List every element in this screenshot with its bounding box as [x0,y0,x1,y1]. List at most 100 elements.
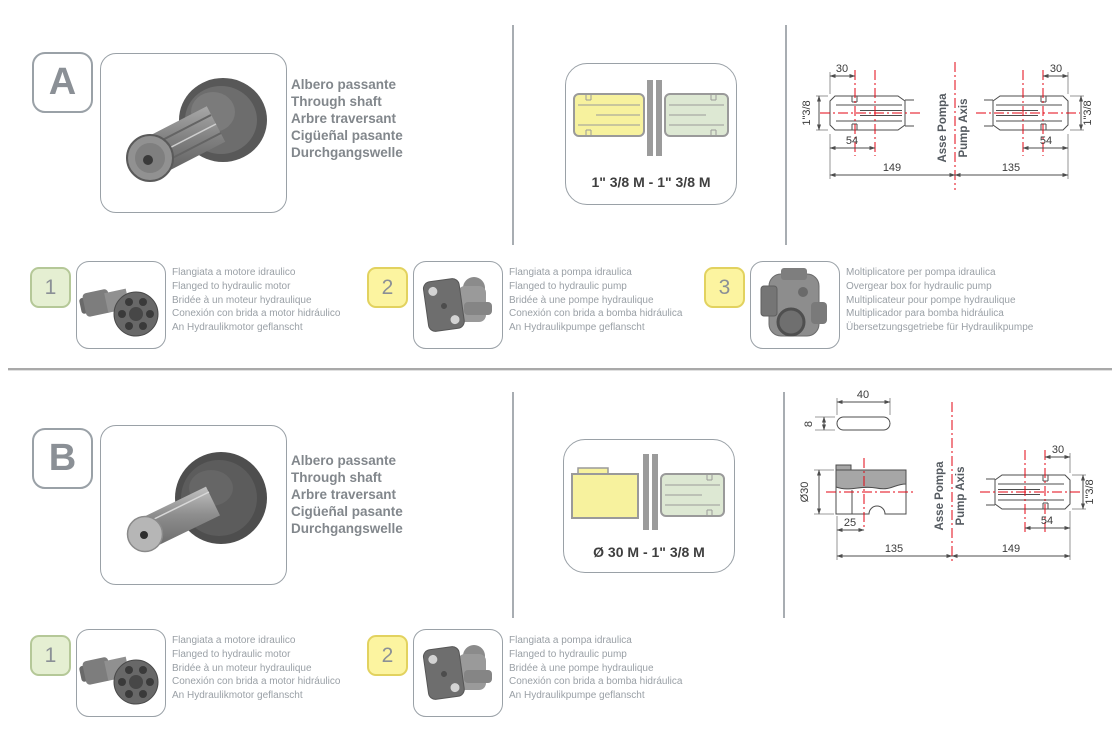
option-line: Moltiplicatore per pompa idraulica [846,267,996,278]
option-1-badge: 1 [30,635,71,676]
section-a-photo-frame [100,53,287,213]
vertical-divider [785,25,787,245]
section-a-letter: A [48,61,77,103]
option-line: Multiplicateur pour pompe hydraulique [846,294,1016,306]
hydraulic-motor-photo [79,288,159,337]
schematic-a-label: 1" 3/8 M - 1" 3/8 M [591,174,711,190]
option-line: Overgear box for hydraulic pump [846,280,992,292]
option-line: Flangiata a motore idraulico [172,635,296,646]
option-line: Multiplicador para bomba hidráulica [846,308,1004,320]
option-1-number: 1 [44,275,57,299]
option-line: Übersetzungsgetriebe für Hydraulikpumpe [846,322,1034,334]
option-line: Flanged to hydraulic motor [172,280,291,292]
heading-line: Through shaft [291,94,382,109]
heading-line: Cigüeñal pasante [291,128,403,143]
dim-text: 30 [836,63,848,75]
dimension-drawing-b: 40 8 Ø30 25 135 Asse Pompa Pump Axis [800,389,1096,564]
option-line: Conexión con brida a bomba hidráulica [509,676,683,688]
dim-text: 1"3/8 [1082,100,1094,125]
axis-label-en: Pump Axis [955,466,967,525]
option-2-badge: 2 [367,267,408,308]
option-line: Bridée à une pompe hydraulique [509,294,654,306]
vertical-divider [512,25,514,245]
hydraulic-pump-photo [422,277,492,332]
dim-text: 149 [883,162,901,174]
axis-label-it: Asse Pompa [937,93,949,163]
section-b-letter: B [48,437,77,479]
schematic-b-label: Ø 30 M - 1" 3/8 M [593,544,705,560]
option-line: Conexión con brida a motor hidráulico [172,676,341,688]
option-1-badge: 1 [30,267,71,308]
option-line: Bridée à une pompe hydraulique [509,662,654,674]
option-line: Bridée à un moteur hydraulique [172,294,312,306]
option-2-description: Flangiata a pompa idraulica Flanged to h… [509,266,682,335]
vertical-divider [783,392,785,618]
dim-text: 1"3/8 [801,100,813,125]
option-line: Flangiata a pompa idraulica [509,267,632,278]
dim-text: 54 [1040,135,1052,147]
option-line: Flanged to hydraulic pump [509,648,627,660]
dim-text: 149 [1002,543,1020,555]
dim-text: 54 [1041,515,1053,527]
dim-text: 25 [844,517,856,529]
section-a-badge: A [32,52,93,113]
option-line: Bridée à un moteur hydraulique [172,662,312,674]
dim-text: 30 [1052,444,1064,456]
heading-line: Cigüeñal pasante [291,504,403,519]
hydraulic-pump-photo [422,645,492,700]
schematic-b-drawing [571,454,725,530]
option-2-number: 2 [381,275,394,299]
option-3-description: Moltiplicatore per pompa idraulica Overg… [846,266,1033,335]
option-line: Flangiata a pompa idraulica [509,635,632,646]
dim-text: 135 [885,543,903,555]
dim-text: 54 [846,135,858,147]
dim-text: 8 [803,421,815,427]
heading-line: Arbre traversant [291,111,397,126]
option-line: Flangiata a motore idraulico [172,267,296,278]
option-3-badge: 3 [704,267,745,308]
section-b-photo-frame [100,425,287,585]
option-line: An Hydraulikpumpe geflanscht [509,690,645,702]
option-line: An Hydraulikpumpe geflanscht [509,322,645,334]
option-line: An Hydraulikmotor geflanscht [172,322,303,334]
option-2-badge: 2 [367,635,408,676]
option-2-description: Flangiata a pompa idraulica Flanged to h… [509,634,682,703]
option-line: An Hydraulikmotor geflanscht [172,690,303,702]
hydraulic-motor-photo [79,656,159,705]
schematic-a-drawing [573,80,729,156]
dim-text: 135 [1002,162,1020,174]
section-b-schematic: Ø 30 M - 1" 3/8 M [563,439,735,573]
option-1-description: Flangiata a motore idraulico Flanged to … [172,266,340,335]
option-2-number: 2 [381,643,394,667]
overgear-box-photo [760,268,827,337]
section-divider [8,368,1112,371]
option-1-number: 1 [44,643,57,667]
vertical-divider [512,392,514,618]
dim-text: 30 [1050,63,1062,75]
axis-label-en: Pump Axis [958,98,970,157]
option-2-photo-frame [413,629,503,717]
option-1-photo-frame [76,629,166,717]
through-shaft-splined-photo [126,78,267,182]
section-a-heading: Albero passante Through shaft Arbre trav… [291,76,403,161]
through-shaft-smooth-photo [126,452,267,553]
heading-line: Albero passante [291,77,397,92]
option-1-photo-frame [76,261,166,349]
section-a-schematic: 1" 3/8 M - 1" 3/8 M [565,63,737,205]
option-3-number: 3 [718,275,731,299]
dim-text: 1"3/8 [1084,479,1096,504]
option-line: Flanged to hydraulic pump [509,280,627,292]
option-line: Conexión con brida a motor hidráulico [172,308,341,320]
option-line: Conexión con brida a bomba hidráulica [509,308,683,320]
heading-line: Durchgangswelle [291,521,403,536]
heading-line: Durchgangswelle [291,145,403,160]
dim-text: 40 [857,389,869,401]
axis-label-it: Asse Pompa [934,461,946,531]
option-1-description: Flangiata a motore idraulico Flanged to … [172,634,340,703]
heading-line: Through shaft [291,470,382,485]
option-2-photo-frame [413,261,503,349]
section-b-heading: Albero passante Through shaft Arbre trav… [291,452,403,537]
option-line: Flanged to hydraulic motor [172,648,291,660]
option-3-photo-frame [750,261,840,349]
